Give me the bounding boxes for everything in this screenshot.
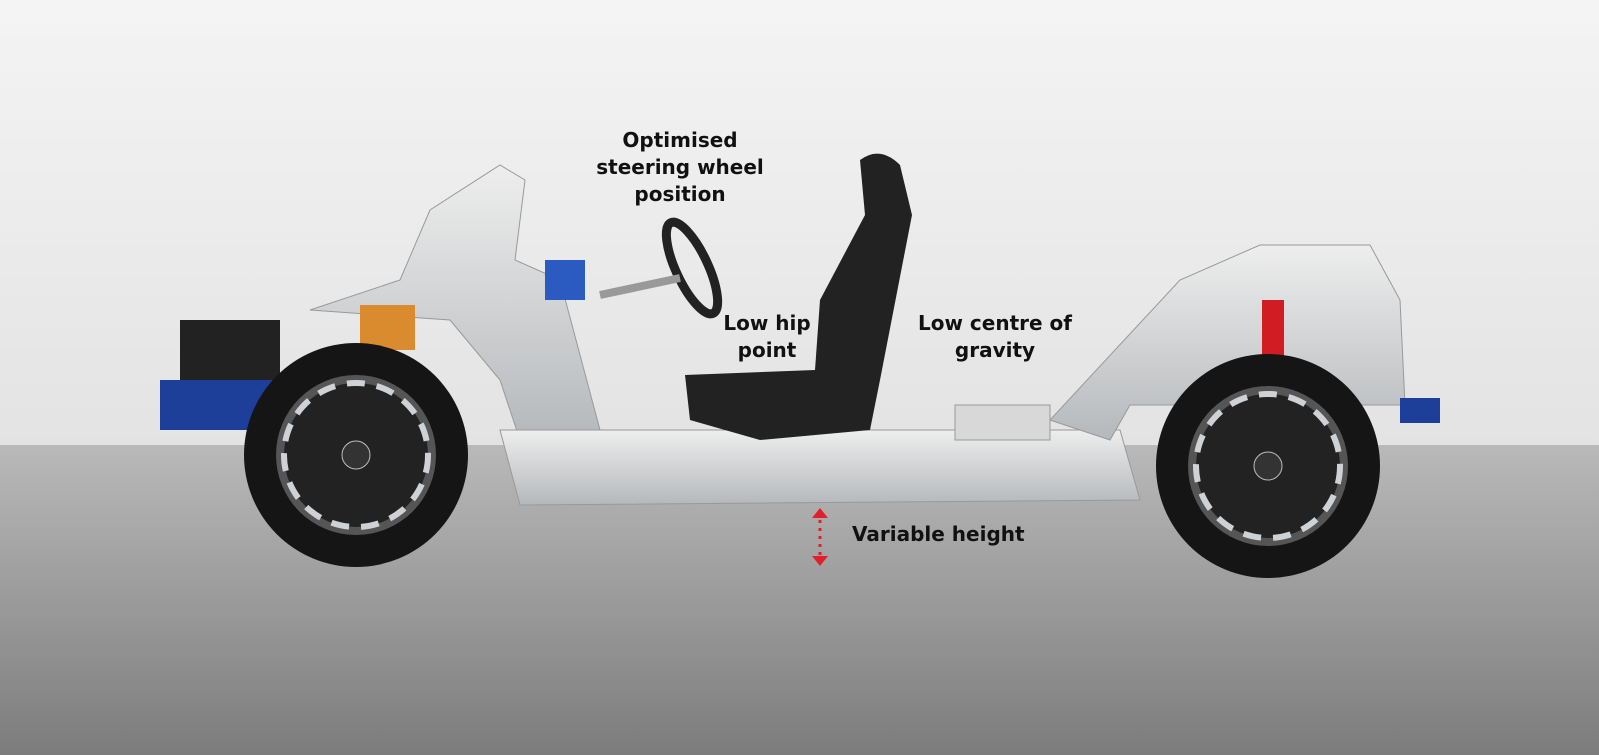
annotation-steering-wheel: Optimised steering wheel position [596,128,764,206]
front-body-structure [309,164,601,441]
annotation-centre-of-gravity: Low centre of gravity [918,311,1072,362]
front-wheel [244,343,468,567]
side-sill [499,429,1141,506]
front-spring [360,305,415,350]
rear-wheel [1156,354,1380,578]
annotation-variable-height: Variable height [852,522,1025,546]
annotation-hip-point: Low hip point [723,311,811,362]
height-arrow-icon [812,508,828,566]
seat [685,153,912,441]
